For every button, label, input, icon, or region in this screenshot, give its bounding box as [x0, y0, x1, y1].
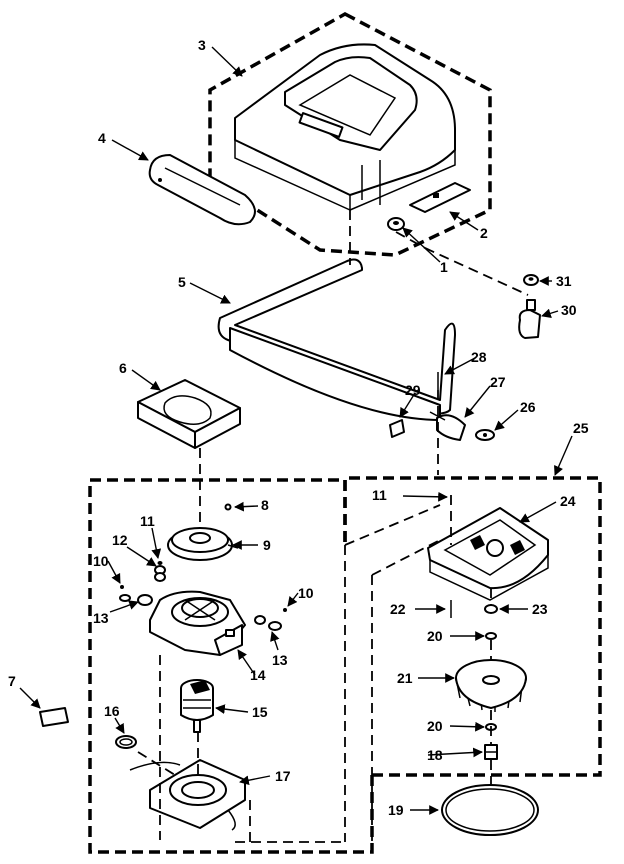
- part-motor-base: [129, 759, 246, 831]
- part-nut-1: [387, 217, 405, 231]
- part-screw-8: [224, 503, 232, 511]
- part-fan: [455, 659, 527, 712]
- callout-7: 7: [8, 673, 16, 689]
- part-26: [475, 429, 495, 441]
- part-filter-pad: [137, 379, 241, 449]
- part-washer-20-upper: [485, 632, 497, 640]
- callout-16: 16: [104, 703, 120, 719]
- callout-14: 14: [250, 667, 266, 683]
- callout-18: 19: [388, 802, 404, 818]
- part-27: [429, 411, 466, 441]
- callout-13-right: 13: [272, 652, 288, 668]
- callout-22: 22: [390, 601, 406, 617]
- part-washers-left: [119, 585, 153, 606]
- callout-26: 26: [520, 399, 536, 415]
- callout-31: 31: [556, 273, 572, 289]
- callout-11-right: 11: [372, 487, 387, 503]
- callout-19: 18: [427, 747, 443, 763]
- part-clamp: [115, 735, 137, 749]
- part-round-plate: [167, 527, 239, 561]
- part-29: [389, 419, 405, 438]
- part-gasket-frame: [217, 258, 456, 421]
- callout-1: 1: [440, 259, 448, 275]
- callout-9: 9: [263, 537, 271, 553]
- callout-4: 4: [98, 130, 106, 146]
- callout-17: 17: [275, 768, 291, 784]
- part-washer-23: [484, 604, 498, 614]
- part-impeller: [180, 679, 214, 733]
- callout-5: 5: [178, 274, 186, 290]
- callout-10-right: 10: [298, 585, 314, 601]
- part-handle: [148, 154, 256, 226]
- group-25-boundary: [343, 476, 602, 777]
- part-fastener-12: [154, 561, 166, 582]
- callout-29: 29: [405, 382, 421, 398]
- callout-2: 2: [480, 225, 488, 241]
- part-top-cover: [234, 43, 456, 212]
- callout-6: 6: [119, 360, 127, 376]
- callout-3: 3: [198, 37, 206, 53]
- part-30: [518, 299, 541, 339]
- callout-labels: 3 4 2 1 31 30 5 6 28 27 29 26 25 8 11 24…: [8, 37, 589, 818]
- callout-13-left: 13: [93, 610, 109, 626]
- part-31: [523, 274, 539, 286]
- part-ring: [441, 784, 539, 836]
- part-washers-right: [254, 608, 287, 631]
- part-label-7: [39, 707, 69, 727]
- part-pump-housing: [149, 590, 246, 656]
- callout-15: 15: [252, 704, 268, 720]
- part-nut-19: [484, 744, 498, 760]
- callout-25: 25: [573, 420, 589, 436]
- callout-20-upper: 20: [427, 628, 443, 644]
- callout-10-left: 10: [93, 553, 109, 569]
- leader-arrows: [19, 46, 573, 815]
- callout-23: 23: [532, 601, 548, 617]
- group-3-boundary: [208, 12, 492, 257]
- callout-30: 30: [561, 302, 577, 318]
- callout-20-lower: 20: [427, 718, 443, 734]
- alignment-lines: [137, 210, 529, 843]
- callout-27: 27: [490, 374, 506, 390]
- part-bracket: [409, 182, 471, 213]
- callout-24: 24: [560, 493, 576, 509]
- part-motor-housing: [427, 507, 549, 601]
- callout-21: 21: [397, 670, 413, 686]
- callout-11-left: 11: [140, 513, 155, 529]
- callout-12: 12: [112, 532, 128, 548]
- callout-28: 28: [471, 349, 487, 365]
- callout-8: 8: [261, 497, 269, 513]
